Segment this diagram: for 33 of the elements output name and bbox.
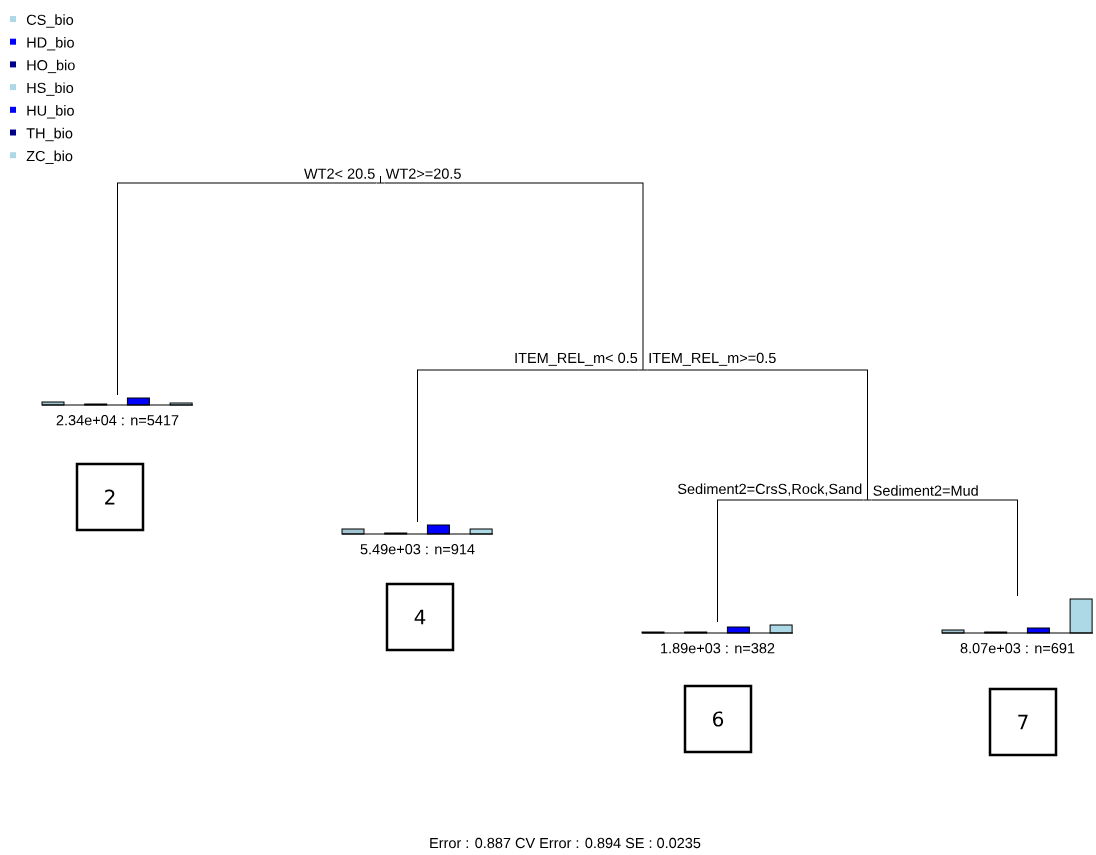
node-label: 8.07e+03 : n=691 [960,643,1075,654]
leaf-node: 2.34e+04 : n=5417 [41,397,194,426]
branch-line [717,499,864,623]
node-label: 2.34e+04 : n=5417 [56,415,179,426]
leaf-node: 1.89e+03 : n=382 [641,624,794,654]
number-box: 7 [988,687,1058,757]
legend-label: HU_bio [27,105,74,119]
branch-line [417,369,640,523]
legend-label: TH_bio [26,127,73,142]
leaf-node: 5.49e+03 : n=914 [341,524,494,555]
split-label: WT2< 20.5 [303,167,377,180]
branch-line [117,182,377,396]
split-bar [376,175,385,184]
legend-label: CS_bio [26,14,74,28]
branch-line [646,369,868,501]
node-label: 1.89e+03 : n=382 [661,643,775,654]
summary-text: Error : 0.887 CV Error : 0.894 SE : 0.0235 [430,837,701,849]
split-label: WT2>=20.5 [384,167,463,180]
split-label: Sediment2=CrsS,Rock,Sand [676,482,864,497]
node-label: 5.49e+03 : n=914 [360,544,475,555]
split-label: ITEM_REL_m>=0.5 [647,351,778,367]
legend-label: ZC_bio [26,150,73,164]
branch-line [871,499,1018,597]
number-box: 4 [385,582,455,652]
number-box: 6 [683,684,753,754]
legend-label: HS_bio [27,82,74,96]
leaf-node: 8.07e+03 : n=691 [941,598,1094,654]
split-label: ITEM_REL_m< 0.5 [513,351,639,367]
number-box: 2 [75,462,145,532]
split-label: Sediment2=Mud [871,484,980,497]
legend-label: HD_bio [27,37,74,51]
legend-label: HO_bio [27,59,75,74]
branch-line [384,182,644,371]
